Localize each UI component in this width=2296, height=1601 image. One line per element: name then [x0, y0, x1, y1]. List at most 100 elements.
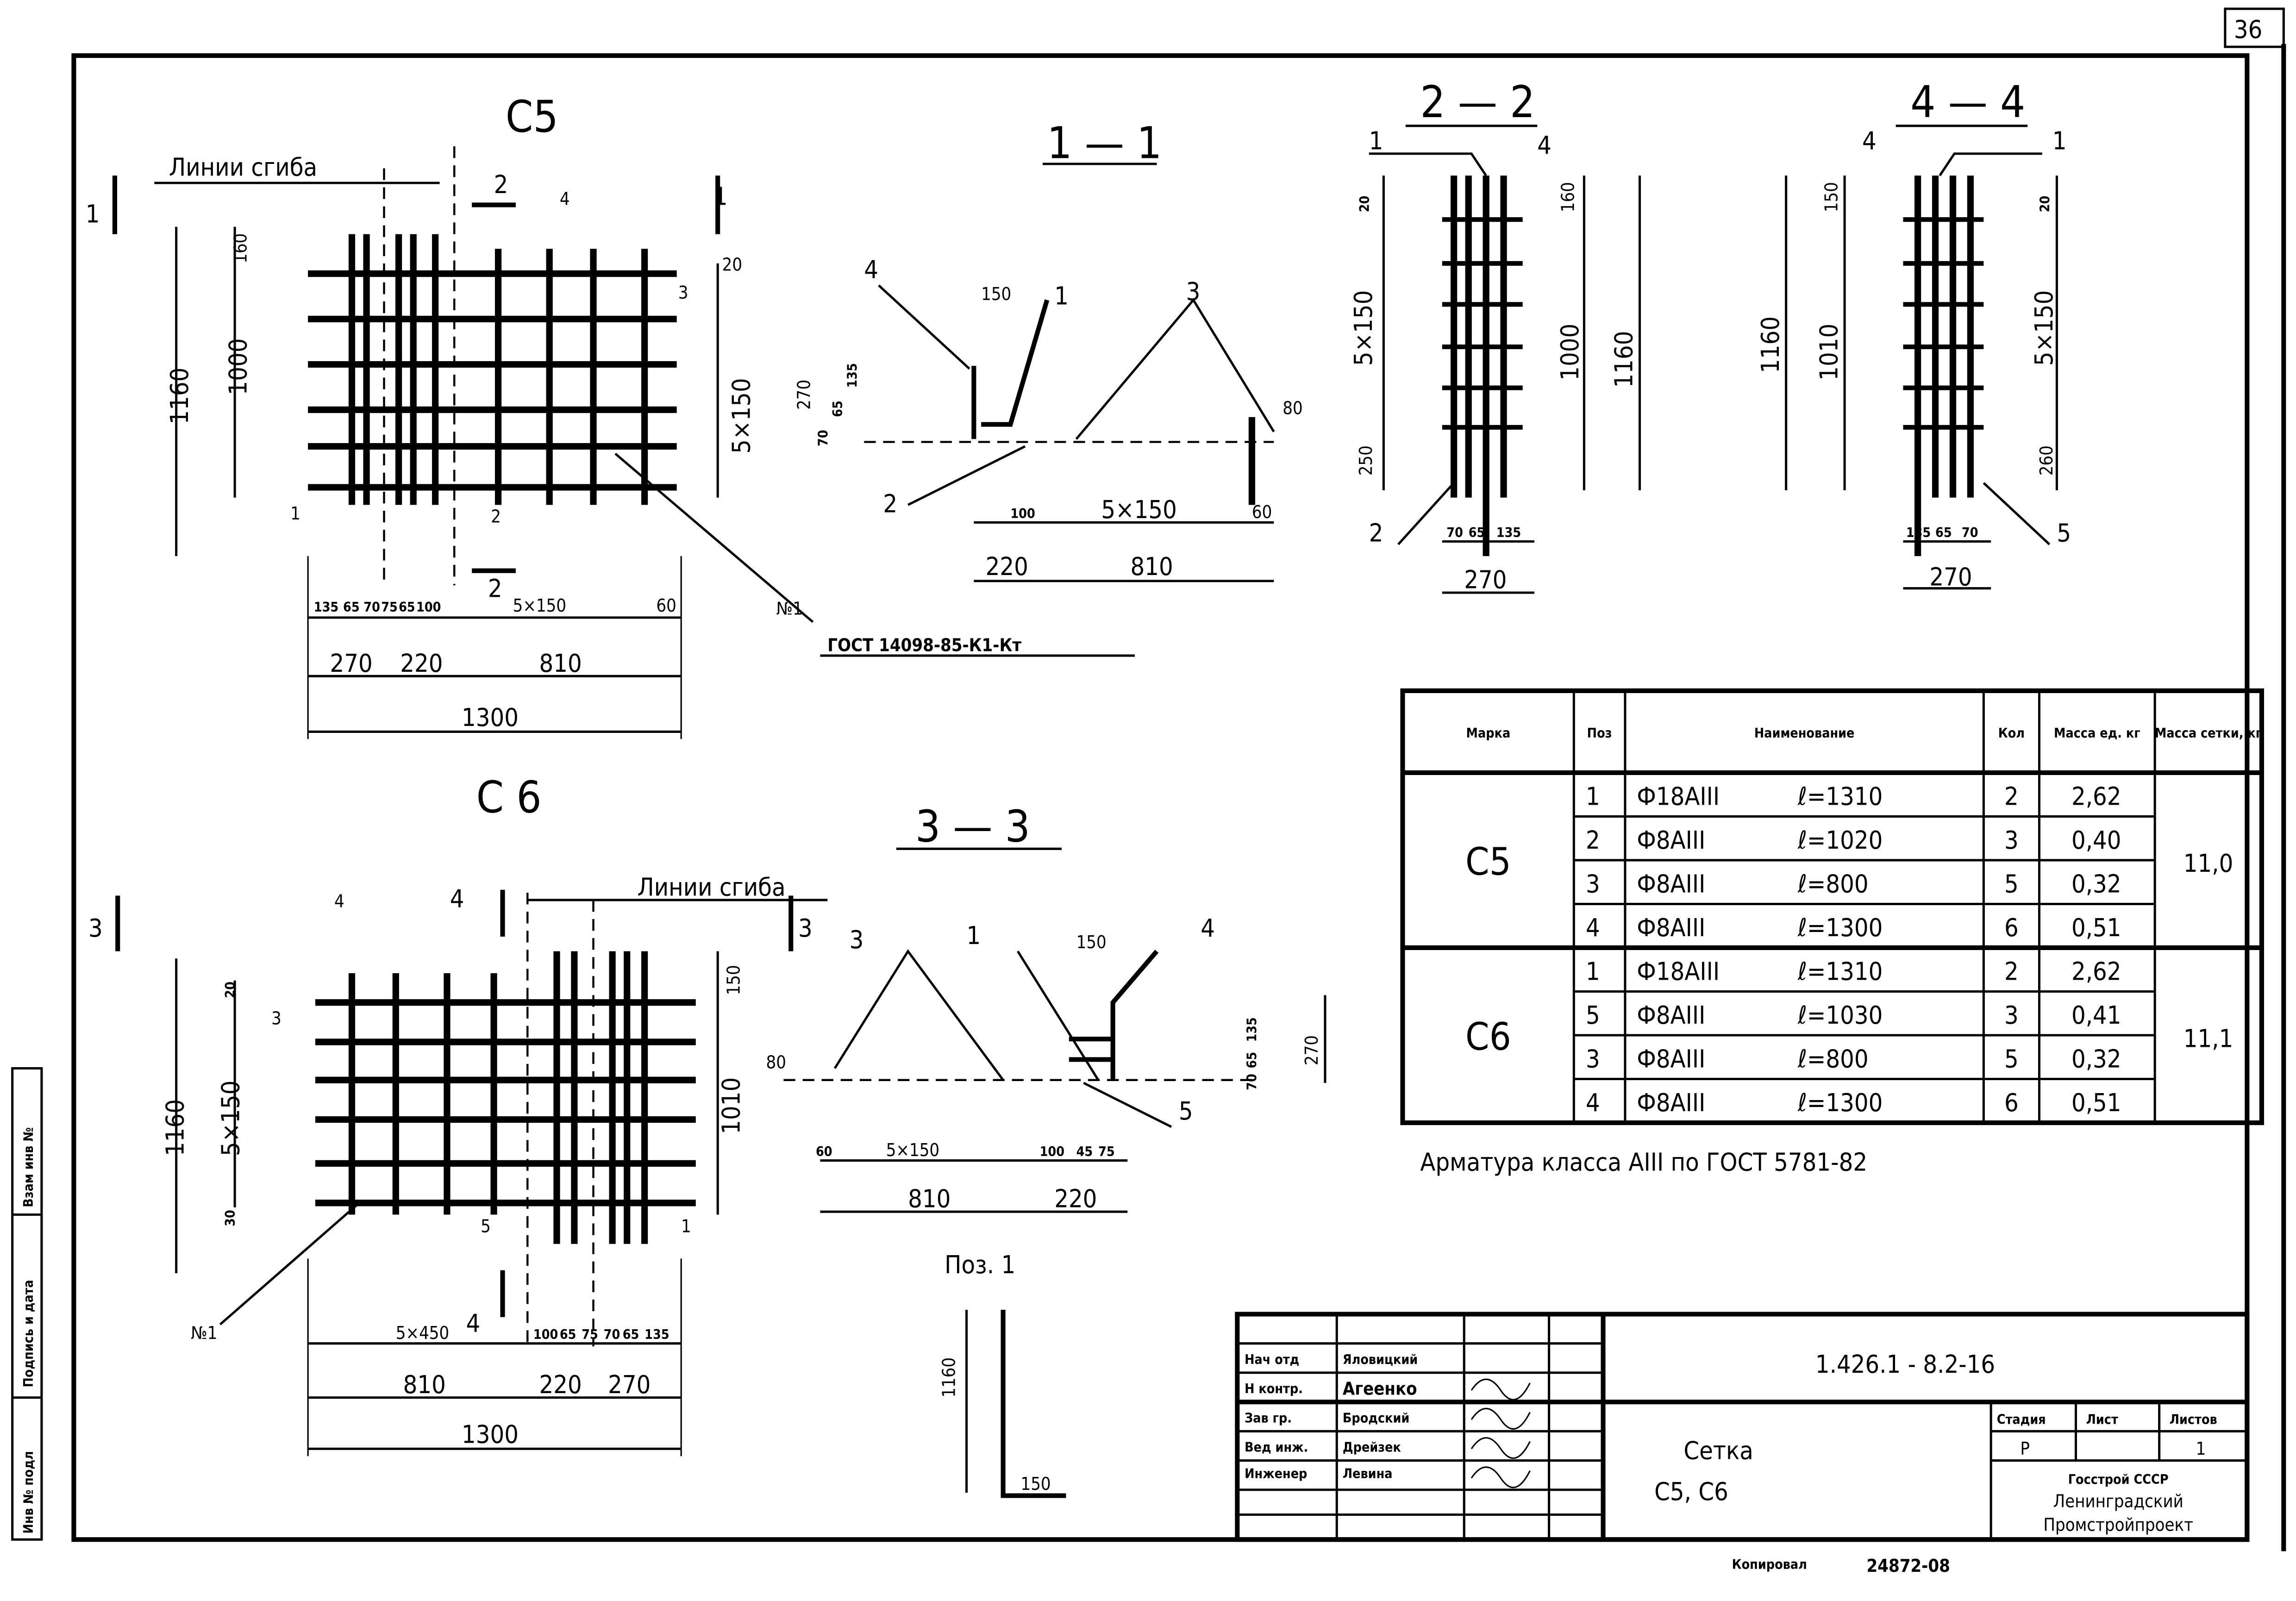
cell-length: ℓ=1300 [1797, 913, 1883, 942]
svg-text:70: 70 [1962, 525, 1978, 540]
svg-text:100: 100 [416, 600, 441, 615]
cell-bar: Ф8АIII [1637, 826, 1705, 855]
svg-text:Зав гр.: Зав гр. [1245, 1410, 1292, 1426]
svg-text:4: 4 [560, 189, 570, 209]
svg-text:1: 1 [1054, 281, 1069, 310]
svg-text:80: 80 [1283, 398, 1302, 419]
svg-text:4: 4 [1201, 913, 1215, 943]
svg-text:100: 100 [1010, 506, 1035, 521]
svg-text:1160: 1160 [160, 1099, 189, 1156]
svg-text:№1: №1 [776, 599, 803, 619]
section-2-2: 2 — 2 1 4 2 20 5×150 250 160 1000 1160 7… [1349, 77, 1641, 594]
svg-text:20: 20 [2038, 196, 2053, 213]
svg-text:Поз. 1: Поз. 1 [945, 1250, 1015, 1279]
c5-bend-lines-label: Линии сгиба [169, 152, 317, 181]
cell-bar: Ф18АIII [1637, 957, 1720, 986]
svg-text:150: 150 [1021, 1474, 1051, 1494]
cell-qty: 3 [2004, 826, 2019, 855]
svg-text:70: 70 [1244, 1074, 1259, 1090]
svg-text:65: 65 [830, 400, 845, 417]
svg-text:810: 810 [403, 1370, 446, 1399]
svg-text:Н контр.: Н контр. [1245, 1381, 1303, 1396]
section-1-1: 1 — 1 4 1 3 2 150 270 70 65 135 80 100 5… [794, 118, 1303, 582]
svg-text:70: 70 [1446, 525, 1463, 540]
svg-text:4 — 4: 4 — 4 [1910, 77, 2025, 128]
svg-text:2: 2 [883, 489, 897, 518]
svg-text:Левина: Левина [1343, 1466, 1393, 1481]
cell-mass: 2,62 [2071, 782, 2121, 811]
svg-text:5×150: 5×150 [513, 595, 566, 616]
svg-text:150: 150 [981, 284, 1011, 304]
total-mass-cell: 11,0 [2183, 849, 2233, 878]
cell-length: ℓ=1310 [1797, 782, 1883, 811]
table-header: Марка [1466, 725, 1511, 741]
svg-text:1: 1 [1369, 126, 1383, 155]
cell-bar: Ф8АIII [1637, 1044, 1705, 1074]
svg-text:4: 4 [450, 884, 464, 913]
svg-text:Копировал: Копировал [1732, 1557, 1807, 1572]
cell-bar: Ф8АIII [1637, 913, 1705, 942]
signatures [1470, 1378, 1531, 1488]
section-3-3: 3 — 3 3 1 4 5 150 80 270 135 65 70 60 5×… [766, 801, 1326, 1213]
svg-text:1: 1 [2052, 126, 2067, 155]
svg-text:Промстройпроект: Промстройпроект [2043, 1514, 2193, 1535]
svg-text:75: 75 [381, 600, 398, 615]
svg-text:3 — 3: 3 — 3 [915, 801, 1030, 852]
svg-text:260: 260 [2036, 445, 2057, 475]
svg-text:№1: №1 [191, 1323, 217, 1343]
svg-text:270: 270 [330, 649, 373, 678]
svg-text:75: 75 [582, 1327, 598, 1342]
cell-length: ℓ=1310 [1797, 957, 1883, 986]
cell-mass: 0,41 [2071, 1001, 2121, 1030]
sheet-number: 36 [2234, 15, 2262, 44]
svg-text:150: 150 [1076, 932, 1107, 952]
svg-text:270: 270 [1929, 562, 1972, 591]
svg-text:135: 135 [314, 600, 338, 615]
svg-text:135: 135 [1906, 525, 1931, 540]
svg-text:250: 250 [1356, 445, 1376, 475]
svg-text:С5, С6: С5, С6 [1654, 1477, 1728, 1506]
sheet-title: Сетка [1683, 1436, 1753, 1465]
svg-text:270: 270 [1464, 565, 1507, 594]
svg-text:Нач отд: Нач отд [1245, 1352, 1299, 1367]
svg-text:220: 220 [400, 649, 443, 678]
svg-text:Взам инв №: Взам инв № [21, 1127, 36, 1207]
svg-text:65: 65 [623, 1327, 639, 1342]
svg-text:3: 3 [1186, 277, 1201, 306]
table-header: Наименование [1754, 725, 1855, 741]
svg-text:135: 135 [1244, 1017, 1259, 1042]
svg-text:1: 1 [681, 1216, 691, 1236]
svg-text:160: 160 [1558, 182, 1578, 212]
svg-text:5: 5 [1179, 1096, 1193, 1126]
c6-bend-lines-label: Линии сгиба [637, 872, 785, 901]
cell-bar: Ф8АIII [1637, 869, 1705, 899]
svg-text:Листов: Листов [2170, 1412, 2217, 1427]
svg-text:1: 1 [86, 199, 100, 228]
cell-mass: 0,32 [2071, 869, 2121, 899]
c5-weld-note: ГОСТ 14098-85-К1-Кт [827, 635, 1021, 656]
svg-text:4: 4 [1862, 126, 1877, 155]
svg-text:1010: 1010 [1814, 324, 1843, 381]
cell-pos: 3 [1586, 869, 1600, 899]
cell-qty: 5 [2004, 869, 2019, 899]
cell-mass: 0,51 [2071, 1088, 2121, 1117]
svg-text:270: 270 [1301, 1035, 1322, 1065]
svg-text:Бродский: Бродский [1343, 1410, 1409, 1426]
svg-text:2: 2 [488, 574, 502, 603]
svg-text:4: 4 [864, 255, 878, 284]
svg-text:65: 65 [343, 600, 360, 615]
svg-text:20: 20 [1357, 196, 1372, 213]
svg-text:135: 135 [1496, 525, 1521, 540]
svg-text:70: 70 [815, 430, 831, 446]
svg-text:5: 5 [2057, 519, 2071, 548]
svg-text:65: 65 [399, 600, 415, 615]
svg-text:60: 60 [816, 1144, 832, 1159]
svg-text:1160: 1160 [938, 1357, 959, 1398]
section-4-4: 4 — 4 4 1 5 150 1160 1010 20 5×150 260 1… [1756, 77, 2071, 591]
